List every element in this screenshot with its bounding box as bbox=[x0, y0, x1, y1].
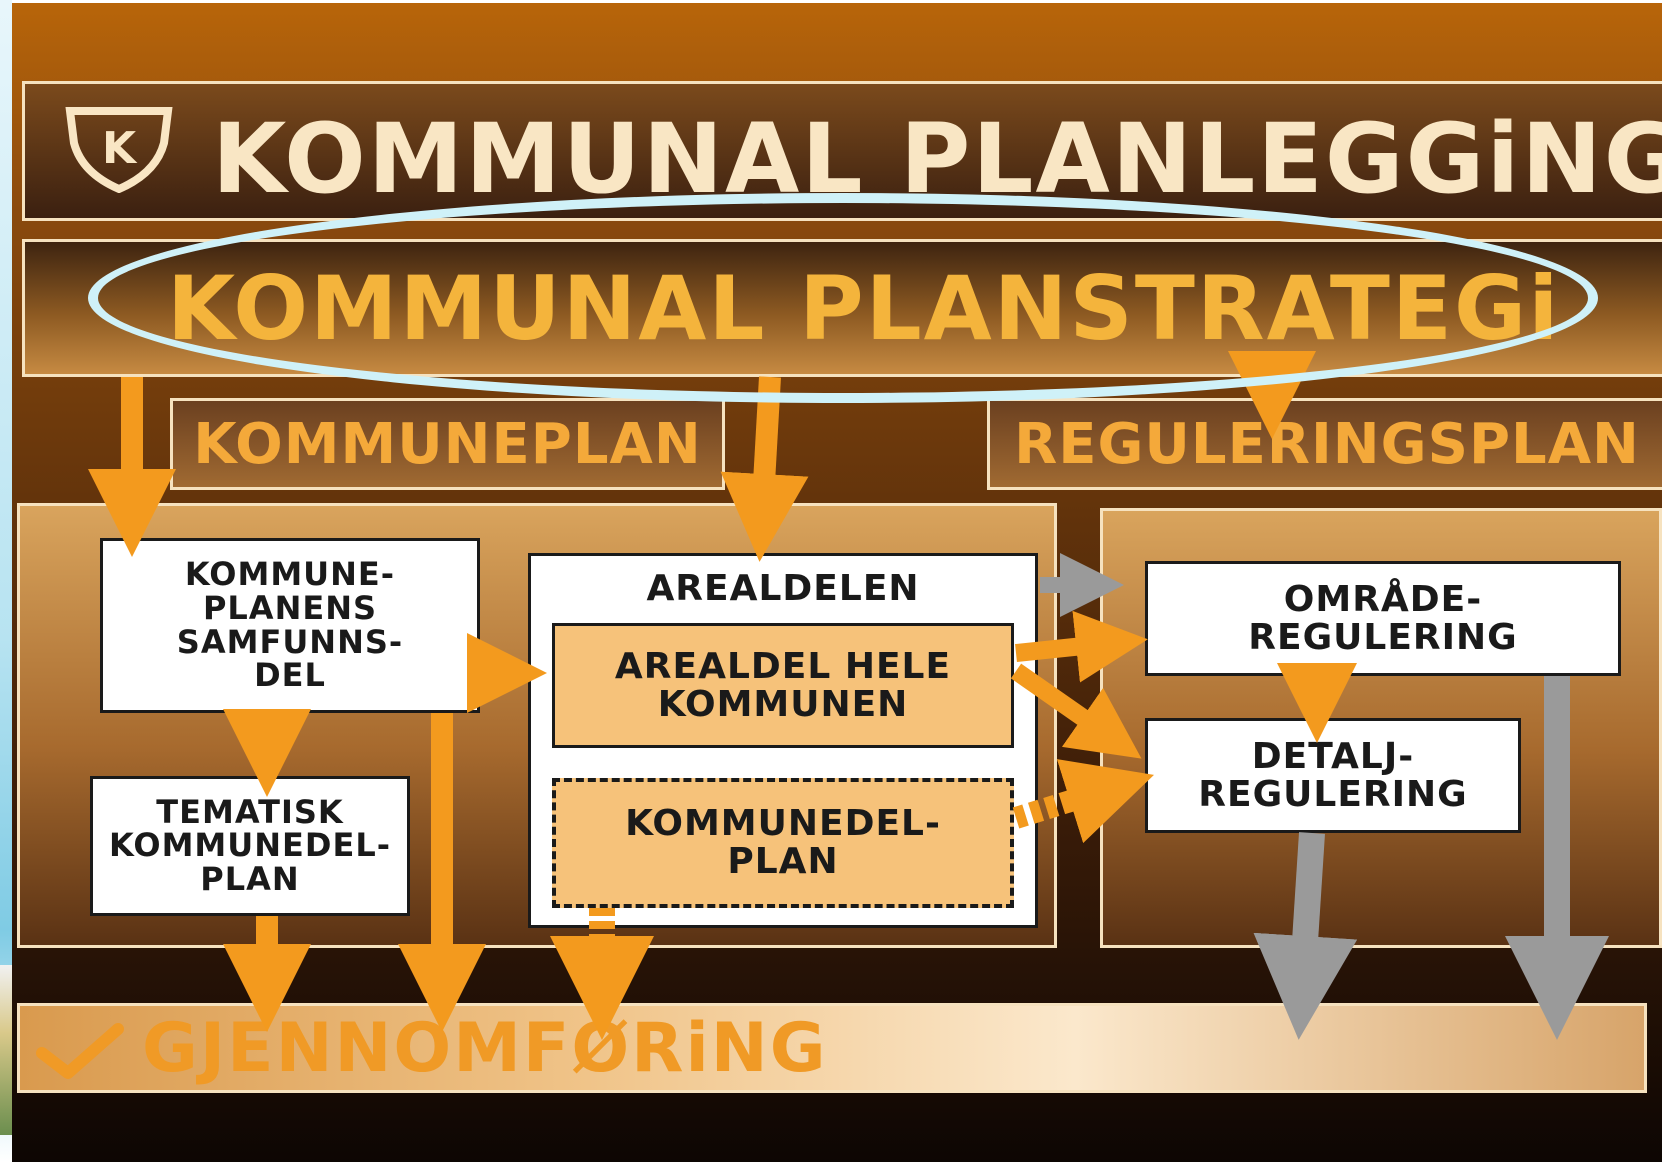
checkmark-icon bbox=[36, 1023, 124, 1079]
samfunnsdel-box: KOMMUNE- PLANENS SAMFUNNS- DEL bbox=[100, 538, 480, 713]
arrow-hele-to-omrade bbox=[1015, 610, 1148, 683]
omraderegulering-box: OMRÅDE- REGULERING bbox=[1145, 561, 1621, 676]
arrow-strategy-to-arealdelen bbox=[720, 376, 809, 562]
shield-k-icon: K bbox=[65, 107, 173, 193]
detaljregulering-box: DETALJ- REGULERING bbox=[1145, 718, 1521, 833]
svg-text:K: K bbox=[102, 123, 138, 174]
arealdel-hele-kommunen-box: AREALDEL HELE KOMMUNEN bbox=[552, 623, 1014, 748]
poster: K KOMMUNAL PLANLEGGiNG KOMMUNAL PLANSTRA… bbox=[12, 3, 1662, 1162]
left-edge-thumbnail bbox=[0, 965, 12, 1135]
tematisk-kommunedelplan-box: TEMATISK KOMMUNEDEL- PLAN bbox=[90, 776, 410, 916]
arrow-hele-to-detalj bbox=[1010, 663, 1142, 759]
arrow-kommunedel-to-detalj bbox=[1012, 759, 1154, 844]
strategy-bar bbox=[22, 239, 1662, 377]
strategy-title: KOMMUNAL PLANSTRATEGi bbox=[167, 257, 1561, 360]
left-edge-strip bbox=[0, 0, 12, 1162]
flow-arrows bbox=[88, 351, 1609, 1040]
page-title: KOMMUNAL PLANLEGGiNG bbox=[212, 103, 1662, 215]
arrow-detalj-to-gjennomforing bbox=[1253, 832, 1358, 1040]
kommunedelplan-box: KOMMUNEDEL- PLAN bbox=[552, 778, 1014, 908]
